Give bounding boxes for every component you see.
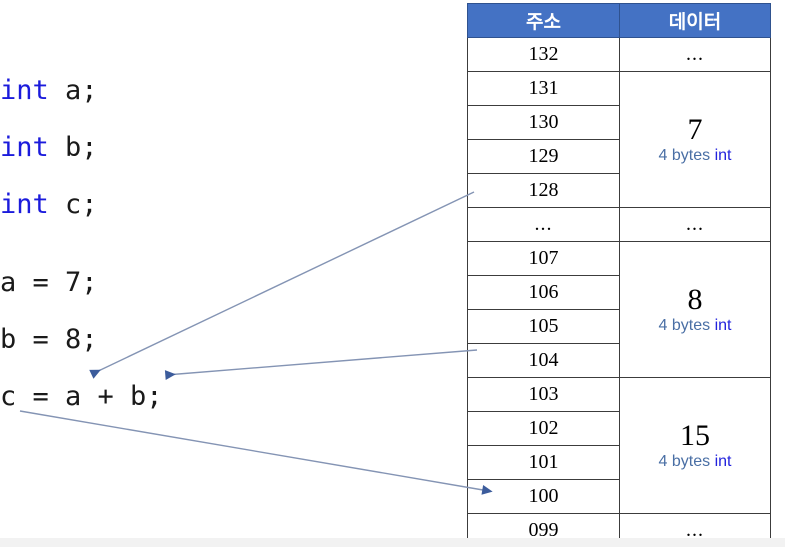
table-row: 102 <box>467 411 771 446</box>
address-cell-130: 130 <box>467 105 620 140</box>
address-cell-128: 128 <box>467 173 620 208</box>
code-decl-a-rest: a; <box>48 75 98 106</box>
bottom-strip <box>0 538 785 547</box>
code-line-decl-c: int c; <box>0 176 260 233</box>
table-row: 100 <box>467 479 771 514</box>
table-row: 105 <box>467 309 771 344</box>
data-cell-ellipsis-mid: ... <box>619 207 771 242</box>
byte-size-label: 4 bytes <box>658 147 715 164</box>
data-cell-value-a: 7 4 bytes int <box>619 71 771 208</box>
table-row: 103 15 4 bytes int <box>467 377 771 514</box>
data-cell-value-c: 15 4 bytes int <box>619 377 771 514</box>
keyword-int: int <box>0 75 49 106</box>
column-header-data: 데이터 <box>619 3 771 38</box>
value-note-a: 4 bytes int <box>620 148 770 164</box>
address-cell-103: 103 <box>467 377 620 412</box>
value-note-b: 4 bytes int <box>620 318 770 334</box>
code-blank-line <box>0 233 260 254</box>
address-cell-107: 107 <box>467 241 620 276</box>
code-line-assign-b: b = 8; <box>0 324 98 355</box>
data-cell-ellipsis-top: ... <box>619 37 771 72</box>
code-line-decl-b: int b; <box>0 119 260 176</box>
table-row: 131 7 4 bytes int <box>467 71 771 208</box>
code-decl-b-rest: b; <box>48 132 98 163</box>
address-cell-131: 131 <box>467 71 620 106</box>
keyword-int: int <box>0 132 49 163</box>
value-number-b: 8 <box>687 283 703 316</box>
type-keyword-label: int <box>714 453 732 470</box>
value-note-c: 4 bytes int <box>620 454 770 470</box>
table-row: 106 <box>467 275 771 310</box>
keyword-int: int <box>0 189 49 220</box>
address-cell-105: 105 <box>467 309 620 344</box>
table-row: 132 ... <box>467 37 771 72</box>
address-cell-129: 129 <box>467 139 620 174</box>
table-row: 107 8 4 bytes int <box>467 241 771 378</box>
address-cell-101: 101 <box>467 445 620 480</box>
table-row: 130 <box>467 105 771 140</box>
byte-size-label: 4 bytes <box>658 453 715 470</box>
value-number-c: 15 <box>680 419 710 452</box>
memory-layout-table: 주소 데이터 132 ... 131 7 4 bytes int 130 <box>467 3 771 547</box>
address-cell-132: 132 <box>467 37 620 72</box>
table-row: 101 <box>467 445 771 480</box>
byte-size-label: 4 bytes <box>658 317 715 334</box>
type-keyword-label: int <box>714 147 732 164</box>
data-cell-value-b: 8 4 bytes int <box>619 241 771 378</box>
address-cell-100: 100 <box>467 479 620 514</box>
type-keyword-label: int <box>714 317 732 334</box>
address-cell-ellipsis-mid: ... <box>467 207 620 242</box>
value-number-a: 7 <box>687 113 703 146</box>
code-decl-c-rest: c; <box>48 189 98 220</box>
column-header-address: 주소 <box>467 3 620 38</box>
address-cell-106: 106 <box>467 275 620 310</box>
code-line-assign-c: c = a + b; <box>0 381 163 412</box>
address-cell-102: 102 <box>467 411 620 446</box>
table-header-row: 주소 데이터 <box>467 3 771 38</box>
code-listing: int a; int b; int c; a = 7; b = 8; c = a… <box>0 62 260 425</box>
address-cell-104: 104 <box>467 343 620 378</box>
table-row: 104 <box>467 343 771 378</box>
code-line-decl-a: int a; <box>0 62 260 119</box>
table-row: ... ... <box>467 207 771 242</box>
code-line-assign-a: a = 7; <box>0 267 98 298</box>
